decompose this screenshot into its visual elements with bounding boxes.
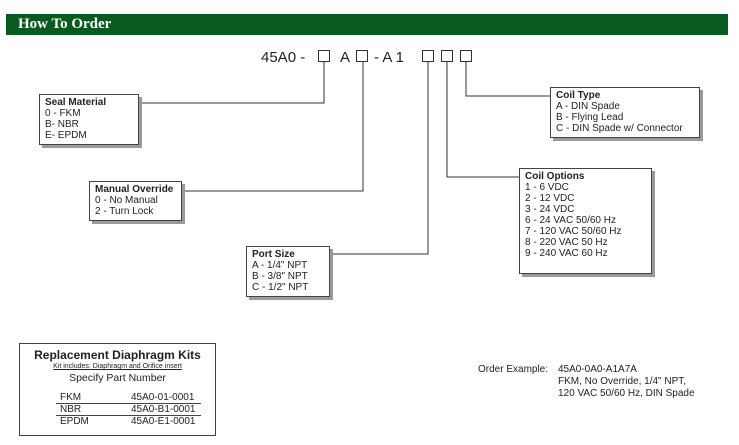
- coil-type-box: Coil Type A - DIN Spade B - Flying Lead …: [550, 87, 700, 138]
- coil-options-option: 3 - 24 VDC: [525, 204, 575, 215]
- code-slot-override: [356, 50, 368, 62]
- line-seal-material: [139, 62, 325, 104]
- manual-override-option: 2 - Turn Lock: [95, 206, 154, 217]
- section-title: How To Order: [18, 16, 112, 32]
- coil-type-option: C - DIN Spade w/ Connector: [556, 123, 683, 134]
- code-slot-coil-type: [460, 50, 472, 62]
- manual-override-title: Manual Override: [95, 184, 174, 195]
- line-manual-override: [182, 62, 364, 192]
- order-example-code: 45A0-0A0-A1A7A: [558, 364, 637, 375]
- coil-options-box: Coil Options 1 - 6 VDC 2 - 12 VDC 3 - 24…: [519, 168, 652, 274]
- port-size-option: B - 3/8" NPT: [252, 271, 308, 282]
- line-coil-type: [465, 62, 550, 97]
- coil-options-option: 9 - 240 VAC 60 Hz: [525, 248, 608, 259]
- coil-type-option: B - Flying Lead: [556, 112, 624, 123]
- seal-material-option: E- EPDM: [45, 130, 87, 141]
- code-slot-port: [422, 50, 434, 62]
- manual-override-box: Manual Override 0 - No Manual 2 - Turn L…: [89, 181, 182, 221]
- seal-material-title: Seal Material: [45, 97, 107, 108]
- port-size-option: A - 1/4" NPT: [252, 260, 308, 271]
- seal-material-box: Seal Material 0 - FKM B- NBR E- EPDM: [39, 94, 139, 145]
- line-coil-options: [446, 62, 519, 178]
- kit-row: EPDM 45A0-E1-0001: [56, 416, 201, 427]
- order-example-label: Order Example:: [478, 364, 549, 375]
- coil-options-title: Coil Options: [525, 171, 585, 182]
- kit-material: FKM: [60, 392, 82, 403]
- kit-part-number: 45A0-B1-0001: [131, 404, 196, 415]
- coil-options-option: 6 - 24 VAC 50/60 Hz: [525, 215, 616, 226]
- header-banner: How To Order: [6, 14, 728, 35]
- kit-material: NBR: [60, 404, 82, 415]
- coil-type-title: Coil Type: [556, 90, 601, 101]
- seal-material-option: 0 - FKM: [45, 108, 81, 119]
- order-example-line: FKM, No Override, 1/4" NPT,: [558, 376, 687, 387]
- code-prefix: 45A0 -: [261, 49, 306, 66]
- code-mid2: - A 1: [374, 49, 405, 66]
- replacement-kits-title: Replacement Diaphragm Kits: [34, 348, 201, 362]
- port-size-box: Port Size A - 1/4" NPT B - 3/8" NPT C - …: [246, 246, 330, 297]
- coil-options-option: 2 - 12 VDC: [525, 193, 575, 204]
- order-example-line: 120 VAC 50/60 Hz, DIN Spade: [558, 388, 695, 399]
- kit-part-number: 45A0-E1-0001: [131, 416, 196, 427]
- kit-material: EPDM: [60, 416, 89, 427]
- kit-row: FKM 45A0-01-0001: [56, 392, 201, 404]
- replacement-kits-subtitle: Kit includes: Diaphragm and Orifice inse…: [53, 363, 182, 370]
- manual-override-option: 0 - No Manual: [95, 195, 158, 206]
- kit-part-number: 45A0-01-0001: [131, 392, 195, 403]
- replacement-kits-box: Replacement Diaphragm Kits Kit includes:…: [19, 343, 216, 436]
- coil-options-option: 7 - 120 VAC 50/60 Hz: [525, 226, 622, 237]
- code-slot-coil-options: [441, 50, 453, 62]
- coil-options-option: 8 - 220 VAC 50 Hz: [525, 237, 608, 248]
- coil-type-option: A - DIN Spade: [556, 101, 620, 112]
- kit-row: NBR 45A0-B1-0001: [56, 404, 201, 416]
- code-mid1: A: [340, 49, 351, 66]
- coil-options-option: 1 - 6 VDC: [525, 182, 569, 193]
- replacement-kits-specify: Specify Part Number: [69, 372, 166, 384]
- seal-material-option: B- NBR: [45, 119, 79, 130]
- code-slot-seal: [318, 50, 330, 62]
- port-size-option: C - 1/2" NPT: [252, 282, 309, 293]
- line-port-size: [330, 62, 429, 255]
- port-size-title: Port Size: [252, 249, 295, 260]
